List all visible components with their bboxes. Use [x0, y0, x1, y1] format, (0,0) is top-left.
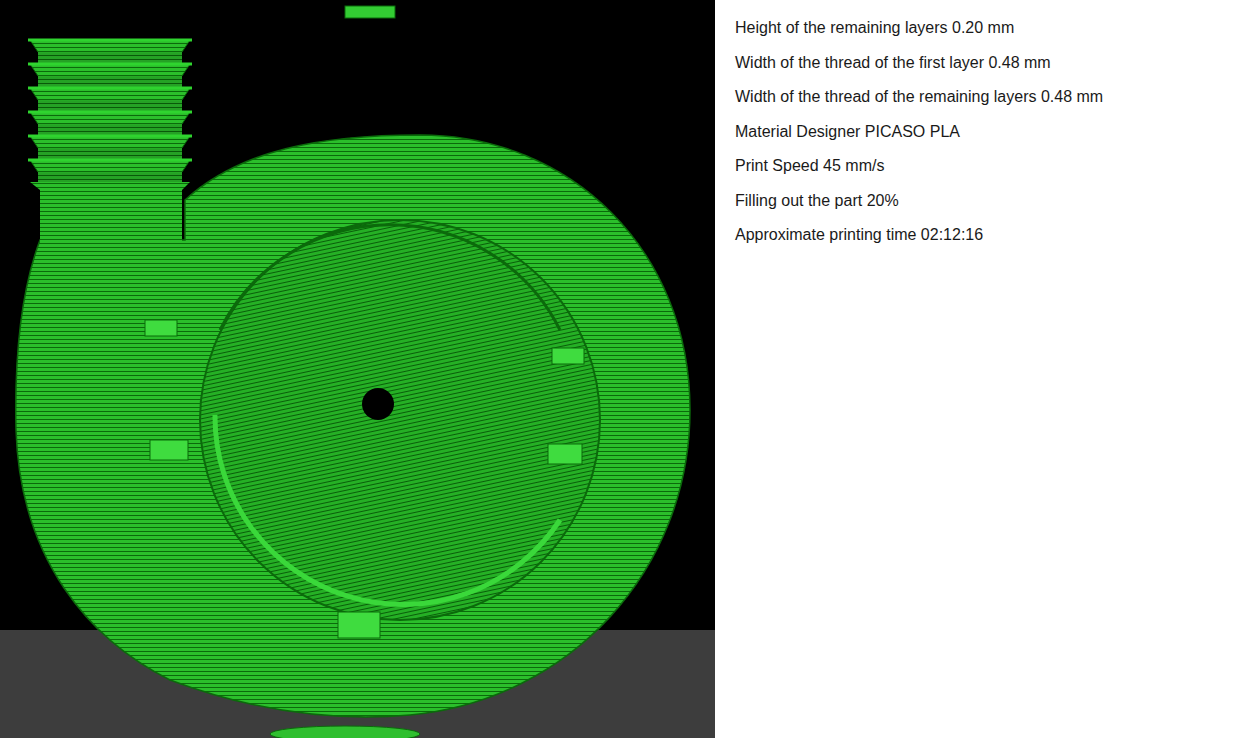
setting-text: Width of the thread of the first layer 0… — [735, 53, 1250, 88]
cover-disk — [200, 220, 600, 620]
part-base — [270, 726, 420, 738]
cover-ridge — [220, 225, 560, 330]
setting-text: Width of the thread of the remaining lay… — [735, 87, 1250, 122]
cover-ridge — [215, 415, 560, 605]
print-settings: Height of the remaining layers 0.20 mmWi… — [735, 18, 1250, 260]
pump-volute — [16, 135, 690, 717]
setting-text: Print Speed 45 mm/s — [735, 156, 1250, 191]
viewport-background — [0, 0, 715, 738]
shaft-hole — [362, 388, 394, 420]
mount-tab — [145, 6, 584, 638]
setting-text: Material Designer PICASO PLA — [735, 122, 1250, 157]
setting-text: Height of the remaining layers 0.20 mm — [735, 18, 1250, 53]
outlet-pipe — [30, 182, 190, 250]
pipe-thread — [28, 40, 192, 185]
setting-text: Approximate printing time 02:12:16 — [735, 225, 1250, 260]
setting-text: Filling out the part 20% — [735, 191, 1250, 226]
